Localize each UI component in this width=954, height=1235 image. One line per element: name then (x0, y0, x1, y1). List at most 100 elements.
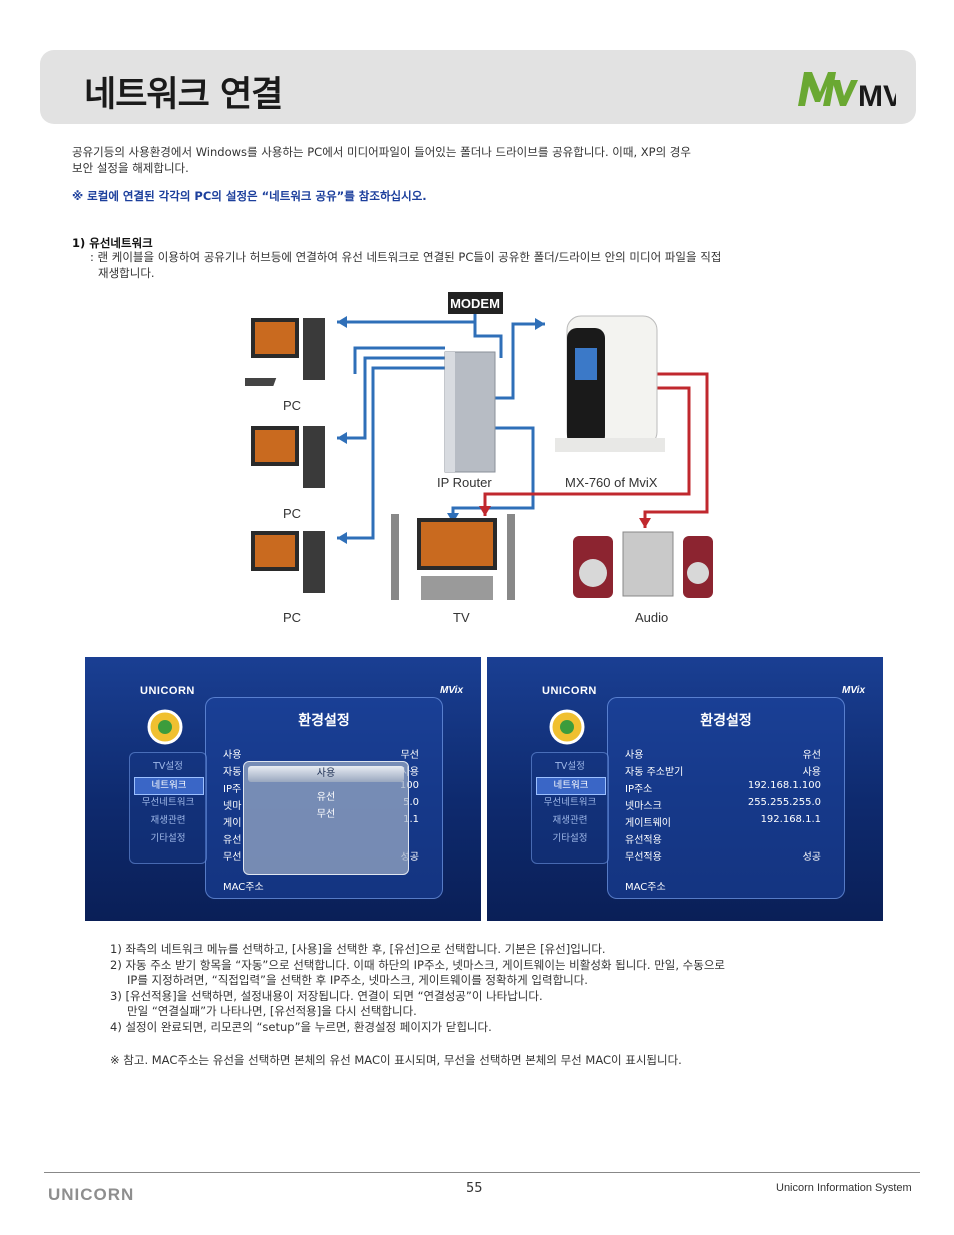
settings-screenshot-left: UNICORN MVix 환경설정 TV설정 네트워크 무선네트워크 재생관련 … (85, 657, 481, 921)
menu-item-playback[interactable]: 재생관련 (150, 815, 186, 826)
row-label: 무선 (223, 852, 242, 863)
device-label: MX-760 of MviX (565, 475, 658, 490)
tv-label: TV (453, 610, 470, 625)
network-diagram: MODEM PC PC PC IP Router MX-760 of MviX (245, 292, 713, 625)
step-3b: 만일 “연결실패”가 나타나면, [유선적용]을 다시 선택합니다. (127, 1004, 417, 1018)
row-label: 게이트웨이 (625, 818, 671, 829)
menu-item-tv[interactable]: TV설정 (153, 761, 183, 772)
use-select-popup: 사용 유선 무선 (243, 761, 409, 875)
header-band (40, 50, 916, 124)
mvix-logo: MVix (798, 72, 896, 110)
menu-item-wireless[interactable]: 무선네트워크 (543, 797, 597, 808)
row-value[interactable]: 192.168.1.1 (760, 814, 821, 825)
row-label: 넷마 (223, 801, 242, 812)
settings-panel: 환경설정 (607, 697, 845, 899)
menu-item-network[interactable]: 네트워크 (134, 777, 204, 795)
audio-system (573, 531, 713, 598)
popup-option-wired[interactable]: 유선 (316, 792, 336, 803)
panel-title: 환경설정 (298, 713, 350, 729)
row-value[interactable]: 사용 (400, 767, 419, 778)
section-desc-line-2: 재생합니다. (98, 265, 155, 280)
pc-2 (251, 426, 325, 488)
mac-label: MAC주소 (223, 882, 264, 893)
row-label: IP주소 (625, 784, 653, 795)
step-4: 4) 설정이 완료되면, 리모콘의 “setup”을 누르면, 환경설정 페이지… (110, 1019, 492, 1034)
menu-item-other[interactable]: 기타설정 (150, 833, 186, 844)
modem-box (448, 292, 503, 314)
mx760-device (555, 315, 665, 452)
row-label: 게이 (223, 818, 242, 829)
arrowheads-blue (337, 316, 545, 544)
intro-paragraph: 공유기등의 사용환경에서 Windows를 사용하는 PC에서 미디어파일이 들… (72, 145, 862, 176)
unicorn-logo: UNICORN (140, 685, 195, 697)
share-note: ※ 로컬에 연결된 각각의 PC의 설정은 “네트워크 공유”를 참조하십시오. (72, 189, 427, 203)
row-label: 자동 주소받기 (625, 767, 684, 778)
row-value[interactable]: 1.1 (403, 814, 419, 825)
row-label: 사용 (625, 750, 644, 761)
menu-item-wireless[interactable]: 무선네트워크 (141, 797, 195, 808)
pc-label-3: PC (283, 610, 301, 625)
footer-divider (44, 1172, 920, 1173)
menu-item-playback[interactable]: 재생관련 (552, 815, 588, 826)
pc-label-2: PC (283, 506, 301, 521)
row-value[interactable]: 사용 (802, 767, 821, 778)
step-2a: 2) 자동 주소 받기 항목을 “자동”으로 선택합니다. 이때 하단의 IP주… (110, 957, 725, 972)
intro-line-1: 공유기등의 사용환경에서 Windows를 사용하는 PC에서 미디어파일이 들… (72, 145, 691, 159)
row-label: 유선 (223, 835, 242, 846)
settings-menu: TV설정 네트워크 무선네트워크 재생관련 기타설정 (129, 752, 207, 864)
footer-unicorn-logo: UNICORN (48, 1185, 135, 1204)
mac-reference-note: ※ 참고. MAC주소는 유선을 선택하면 본체의 유선 MAC이 표시되며, … (110, 1053, 682, 1067)
settings-menu: TV설정 네트워크 무선네트워크 재생관련 기타설정 (531, 752, 609, 864)
ip-router (444, 351, 496, 473)
row-label: IP주 (223, 784, 242, 795)
mvix-small-logo: MVix (440, 685, 463, 696)
row-label: 넷마스크 (625, 801, 662, 812)
step-3a: 3) [유선적용]을 선택하면, 설정내용이 저장됩니다. 연결이 되면 “연결… (110, 988, 543, 1003)
settings-screenshot-right: UNICORN MVix 환경설정 TV설정 네트워크 무선네트워크 재생관련 … (487, 657, 883, 921)
row-label: 유선적용 (625, 835, 662, 846)
step-1: 1) 좌측의 네트워크 메뉴를 선택하고, [사용]을 선택한 후, [유선]으… (110, 942, 606, 956)
popup-option-use[interactable]: 사용 (248, 766, 404, 782)
blue-cables (337, 314, 545, 540)
unicorn-logo: UNICORN (542, 685, 597, 697)
row-value[interactable]: 5.0 (403, 797, 419, 808)
page-number: 55 (466, 1181, 483, 1196)
logo-text: MVix (858, 80, 896, 110)
section-desc-line-1: : 랜 케이블을 이용하여 공유기나 허브등에 연결하여 유선 네트워크로 연결… (90, 250, 722, 264)
menu-item-other[interactable]: 기타설정 (552, 833, 588, 844)
section-description: : 랜 케이블을 이용하여 공유기나 허브등에 연결하여 유선 네트워크로 연결… (90, 250, 890, 281)
tv-set (391, 514, 515, 600)
intro-line-2: 보안 설정을 해제합니다. (72, 160, 189, 175)
row-label: 무선적용 (625, 852, 662, 863)
panel-title: 환경설정 (700, 713, 752, 729)
footer-company-name: Unicorn Information System (776, 1182, 912, 1194)
row-value[interactable]: 성공 (400, 852, 419, 863)
row-value[interactable]: 성공 (802, 852, 821, 863)
mvix-small-logo: MVix (842, 685, 865, 696)
red-cables (483, 372, 709, 528)
menu-item-network[interactable]: 네트워크 (536, 777, 606, 795)
steps-list: 1) 좌측의 네트워크 메뉴를 선택하고, [사용]을 선택한 후, [유선]으… (110, 942, 880, 1035)
step-2b: IP를 지정하려면, “직접입력”을 선택한 후 IP주소, 넷마스크, 게이트… (127, 973, 588, 987)
settings-gear-icon (549, 709, 585, 745)
mac-label: MAC주소 (625, 882, 666, 893)
router-label: IP Router (437, 475, 492, 490)
menu-item-tv[interactable]: TV설정 (555, 761, 585, 772)
row-value[interactable]: 무선 (400, 750, 419, 761)
arrowheads-red (479, 506, 651, 528)
pc-3 (251, 531, 325, 593)
popup-option-wireless[interactable]: 무선 (316, 809, 336, 820)
pc-1 (245, 318, 325, 386)
row-value[interactable]: 255.255.255.0 (747, 797, 821, 808)
row-label: 자동 (223, 767, 242, 778)
pc-label-1: PC (283, 398, 301, 413)
section-heading: 1) 유선네트워크 (72, 236, 153, 250)
row-value[interactable]: 유선 (802, 750, 821, 761)
modem-label: MODEM (450, 296, 500, 311)
page-title: 네트워크 연결 (84, 75, 283, 115)
row-value[interactable]: 192.168.1.100 (747, 780, 821, 791)
audio-label: Audio (635, 610, 668, 625)
settings-gear-icon (147, 709, 183, 745)
row-value[interactable]: 100 (399, 780, 419, 791)
row-label: 사용 (223, 750, 242, 761)
